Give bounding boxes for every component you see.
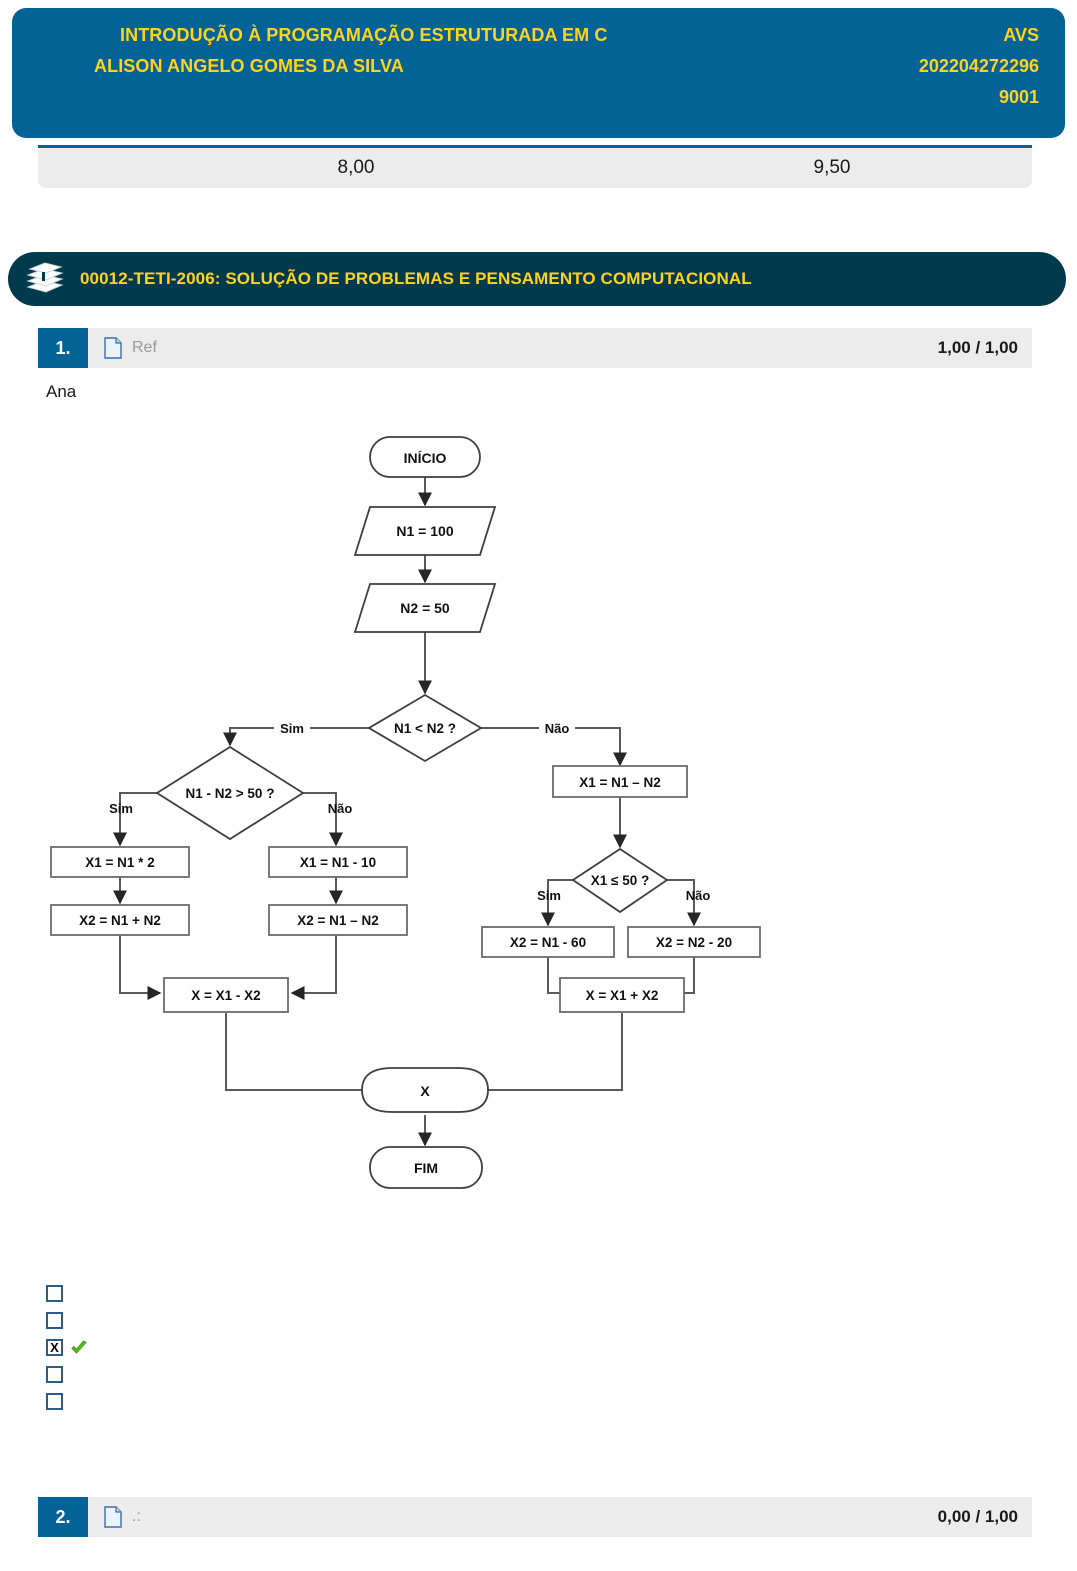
grade-value-1: 8,00 [337, 157, 375, 178]
svg-text:N1 - N2 > 50 ?: N1 - N2 > 50 ? [186, 786, 275, 801]
grades-strip: 8,00 9,50 [38, 145, 1032, 188]
svg-text:X = X1 + X2: X = X1 + X2 [586, 988, 659, 1003]
document-icon [104, 1506, 122, 1528]
books-icon [24, 260, 66, 298]
header-row-3: 9001 [38, 88, 1039, 106]
svg-text:Não: Não [686, 888, 711, 903]
svg-text:Sim: Sim [109, 801, 133, 816]
answer-option[interactable] [46, 1361, 346, 1388]
section-header: 00012-TETI-2006: SOLUÇÃO DE PROBLEMAS E … [8, 252, 1066, 306]
svg-text:X: X [420, 1083, 430, 1099]
checkbox-icon[interactable] [46, 1366, 63, 1383]
course-title: INTRODUÇÃO À PROGRAMAÇÃO ESTRUTURADA EM … [120, 25, 608, 45]
student-name: ALISON ANGELO GOMES DA SILVA [94, 56, 404, 76]
question-row-1[interactable]: 1. Ref 1,00 / 1,00 [38, 328, 1032, 368]
answer-options-list: X [46, 1280, 346, 1415]
checkbox-checked-icon[interactable]: X [46, 1339, 63, 1356]
question-ref-label-2: .: [132, 1508, 141, 1525]
answer-option-selected[interactable]: X [46, 1334, 346, 1361]
correct-check-icon [70, 1339, 88, 1357]
exam-header: INTRODUÇÃO À PROGRAMAÇÃO ESTRUTURADA EM … [12, 8, 1065, 138]
svg-text:N1 < N2 ?: N1 < N2 ? [394, 721, 456, 736]
question-number-1: 1. [38, 328, 88, 368]
svg-text:N1 = 100: N1 = 100 [396, 523, 453, 539]
question-row-2[interactable]: 2. .: 0,00 / 1,00 [38, 1497, 1032, 1537]
svg-text:X2 = N2 - 20: X2 = N2 - 20 [656, 935, 732, 950]
svg-text:X2 = N1 – N2: X2 = N1 – N2 [297, 913, 378, 928]
class-code: 9001 [998, 87, 1039, 107]
svg-text:Não: Não [545, 721, 570, 736]
svg-text:Sim: Sim [537, 888, 561, 903]
header-row-1: INTRODUÇÃO À PROGRAMAÇÃO ESTRUTURADA EM … [38, 26, 1039, 44]
svg-text:INÍCIO: INÍCIO [404, 450, 447, 466]
answer-option[interactable] [46, 1388, 346, 1415]
question-ref-label-1: Ref [132, 339, 157, 356]
svg-text:X1 = N1 - 10: X1 = N1 - 10 [300, 855, 376, 870]
svg-text:X = X1 - X2: X = X1 - X2 [191, 988, 260, 1003]
svg-text:X1 = N1 – N2: X1 = N1 – N2 [579, 775, 660, 790]
question-score-2: 0,00 / 1,00 [937, 1507, 1018, 1526]
svg-text:X1 ≤ 50 ?: X1 ≤ 50 ? [591, 873, 649, 888]
svg-text:X2 = N1 - 60: X2 = N1 - 60 [510, 935, 586, 950]
grade-value-2: 9,50 [813, 157, 851, 178]
svg-text:N2 = 50: N2 = 50 [400, 600, 450, 616]
svg-text:FIM: FIM [414, 1160, 438, 1176]
svg-text:Não: Não [328, 801, 353, 816]
answer-option[interactable] [46, 1307, 346, 1334]
svg-text:X1 = N1 * 2: X1 = N1 * 2 [85, 855, 154, 870]
header-row-2: ALISON ANGELO GOMES DA SILVA 20220427229… [38, 57, 1039, 75]
question-score-1: 1,00 / 1,00 [937, 338, 1018, 357]
answer-option[interactable] [46, 1280, 346, 1307]
flowchart-image: INÍCIO N1 = 100 N2 = 50 N1 < N2 ? Sim Nã… [40, 415, 815, 1225]
enrollment-number: 202204272296 [918, 56, 1039, 76]
question-statement-1: Ana [46, 382, 77, 401]
document-icon [104, 337, 122, 359]
svg-text:Sim: Sim [280, 721, 304, 736]
checkbox-icon[interactable] [46, 1393, 63, 1410]
checkbox-icon[interactable] [46, 1285, 63, 1302]
svg-text:X2 = N1 + N2: X2 = N1 + N2 [79, 913, 161, 928]
section-title: 00012-TETI-2006: SOLUÇÃO DE PROBLEMAS E … [80, 269, 752, 288]
exam-type: AVS [1003, 25, 1039, 45]
checkbox-icon[interactable] [46, 1312, 63, 1329]
question-number-2: 2. [38, 1497, 88, 1537]
